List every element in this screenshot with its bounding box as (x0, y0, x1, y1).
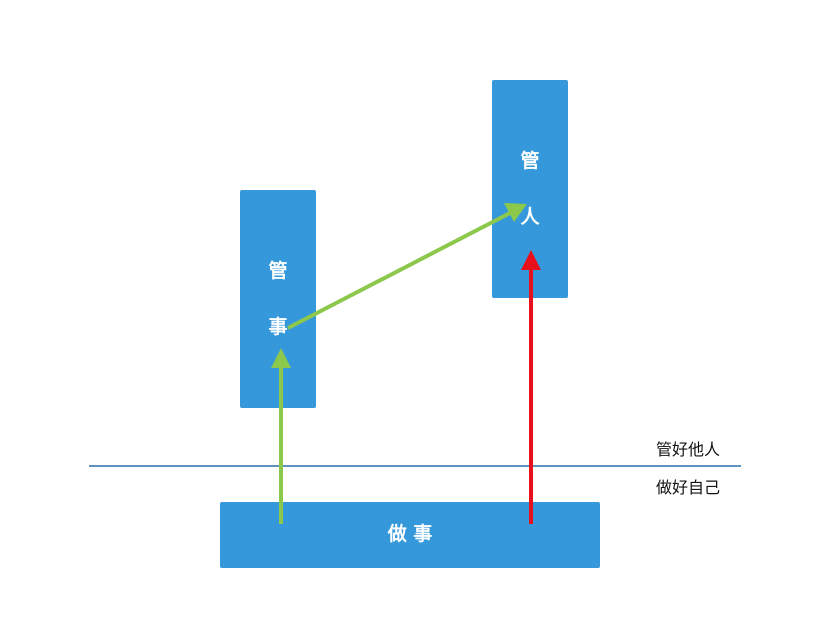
manage-things-char-2: 事 (268, 316, 288, 338)
direct-arrow-head (521, 250, 541, 270)
manage-things-box (240, 190, 316, 408)
manage-things-char-1: 管 (268, 260, 288, 282)
growth-arrow-diagonal-shaft (287, 211, 511, 330)
growth-arrow-vertical-head (271, 348, 291, 368)
growth-arrow-diagonal-head (504, 203, 527, 222)
manage-people-char-2: 人 (520, 206, 540, 228)
manage-people-char-1: 管 (520, 150, 540, 172)
do-things-label: 做 事 (387, 523, 433, 545)
lower-divider-label: 做好自己 (656, 478, 721, 497)
upper-divider-label: 管好他人 (656, 440, 721, 459)
do-things-box (220, 502, 600, 568)
